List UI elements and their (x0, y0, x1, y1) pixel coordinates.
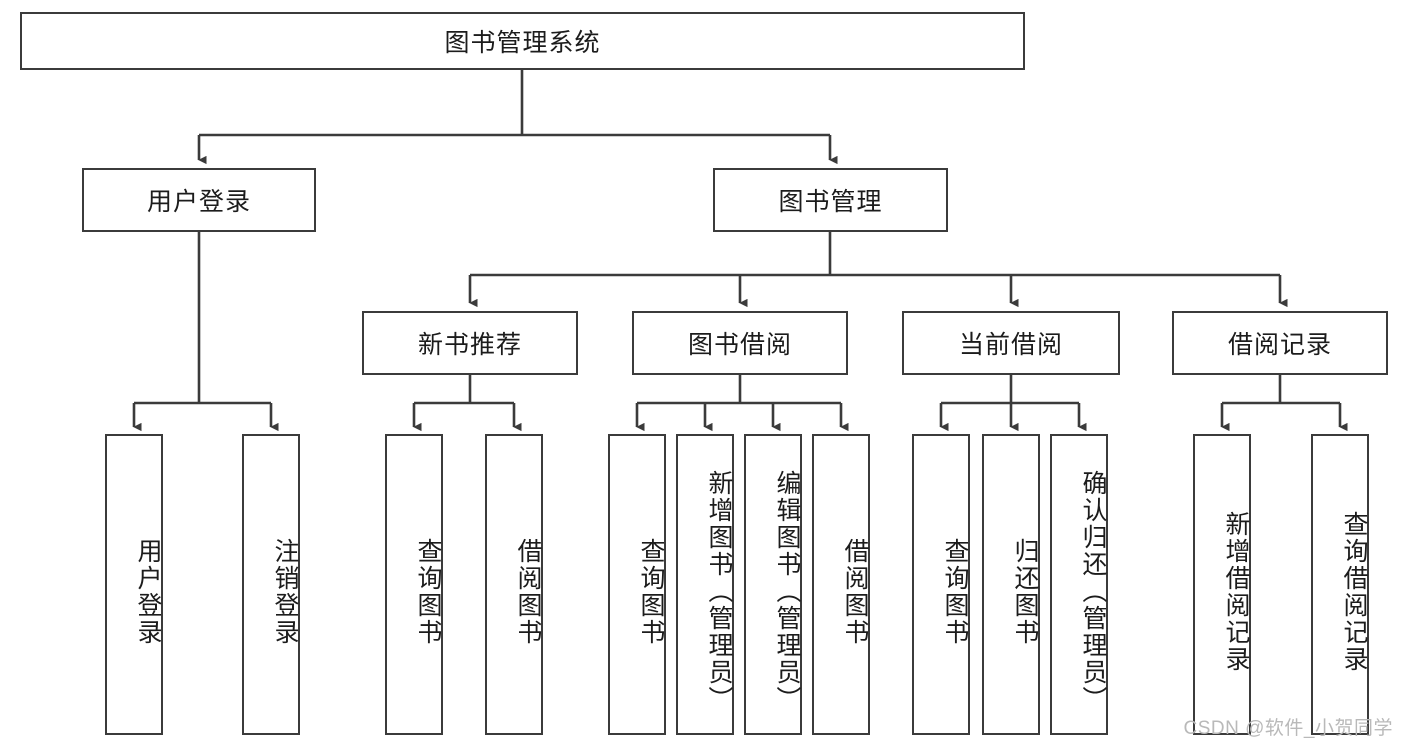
node-root-book-management-system[interactable]: 图书管理系统 (20, 12, 1025, 70)
node-label: 借阅图书 (514, 537, 542, 646)
leaf-current-borrow-query-book[interactable]: 查询图书 (912, 434, 970, 735)
leaf-book-borrow-add-book-admin[interactable]: 新增图书（管理员） (676, 434, 734, 735)
leaf-borrow-record-add-record[interactable]: 新增借阅记录 (1193, 434, 1251, 735)
node-label: 图书管理 (778, 188, 883, 216)
node-new-book-recommend[interactable]: 新书推荐 (362, 311, 578, 375)
node-label: 图书借阅 (687, 331, 792, 359)
node-label: 新书推荐 (417, 331, 522, 359)
leaf-book-borrow-query-book[interactable]: 查询图书 (608, 434, 666, 735)
leaf-new-book-query-book[interactable]: 查询图书 (385, 434, 443, 735)
node-label: 用户登录 (134, 537, 162, 646)
node-label: 用户登录 (146, 188, 251, 216)
node-borrow-record[interactable]: 借阅记录 (1172, 311, 1388, 375)
leaf-user-login-login[interactable]: 用户登录 (105, 434, 163, 735)
leaf-current-borrow-confirm-return-admin[interactable]: 确认归还（管理员） (1050, 434, 1108, 735)
node-label: 查询图书 (941, 537, 969, 646)
leaf-book-borrow-edit-book-admin[interactable]: 编辑图书（管理员） (744, 434, 802, 735)
node-user-login[interactable]: 用户登录 (82, 168, 316, 232)
leaf-new-book-borrow-book[interactable]: 借阅图书 (485, 434, 543, 735)
node-label: 查询借阅记录 (1340, 510, 1368, 673)
leaf-book-borrow-borrow-book[interactable]: 借阅图书 (812, 434, 870, 735)
node-label: 新增借阅记录 (1222, 510, 1250, 673)
node-label: 当前借阅 (958, 331, 1063, 359)
node-label: 编辑图书（管理员） (773, 470, 801, 713)
node-book-management[interactable]: 图书管理 (713, 168, 948, 232)
node-book-borrow[interactable]: 图书借阅 (632, 311, 848, 375)
leaf-borrow-record-query-record[interactable]: 查询借阅记录 (1311, 434, 1369, 735)
node-current-borrow[interactable]: 当前借阅 (902, 311, 1120, 375)
node-label: 借阅记录 (1227, 331, 1332, 359)
node-label: 确认归还（管理员） (1079, 470, 1107, 713)
node-label: 新增图书（管理员） (705, 470, 733, 713)
leaf-user-login-logout[interactable]: 注销登录 (242, 434, 300, 735)
node-label: 图书管理系统 (444, 29, 601, 57)
node-label: 查询图书 (414, 537, 442, 646)
node-label: 查询图书 (637, 537, 665, 646)
node-label: 注销登录 (271, 537, 299, 646)
node-label: 借阅图书 (841, 537, 869, 646)
leaf-current-borrow-return-book[interactable]: 归还图书 (982, 434, 1040, 735)
node-label: 归还图书 (1011, 537, 1039, 646)
